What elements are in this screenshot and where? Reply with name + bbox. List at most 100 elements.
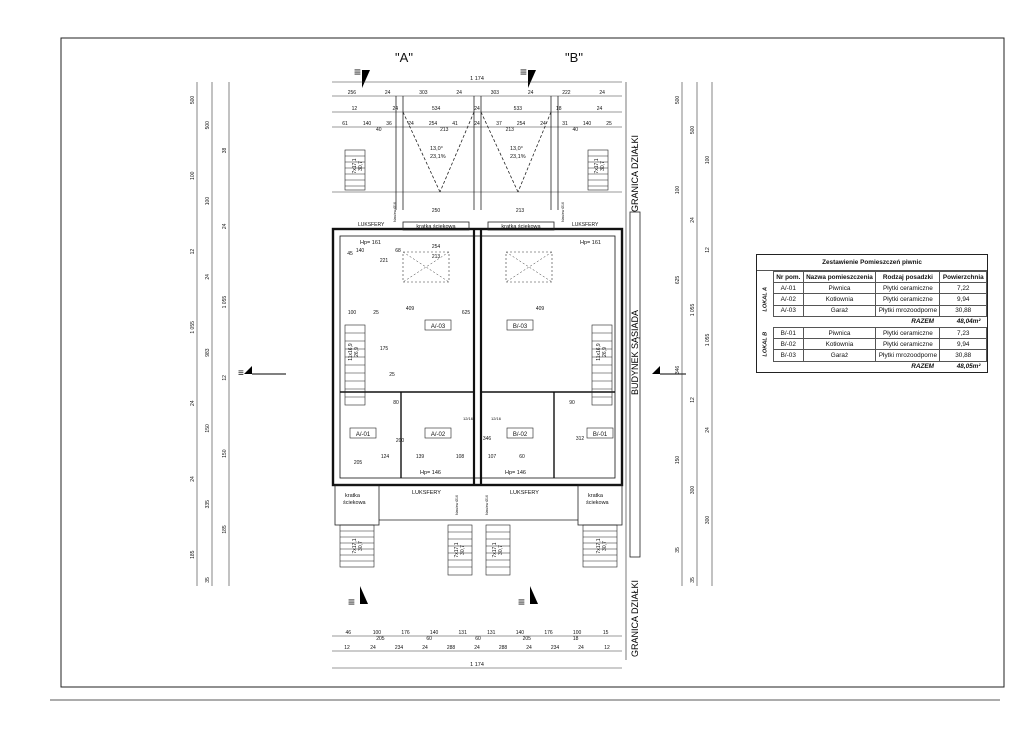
dim-top-row3b: 40: [572, 127, 578, 133]
dim-top-row3b: 213: [506, 127, 515, 133]
dim-right: 500: [690, 126, 696, 135]
stairs-top-left: [344, 149, 366, 191]
neighbor-building-label: BUDYNEK SĄSIADA: [630, 285, 640, 395]
dim-bottom-row1b: 60: [426, 636, 432, 642]
dim-inner: 107: [488, 454, 497, 460]
stairs-bottom-label-right: 7x17,1: [596, 538, 602, 553]
hp-bottom-b: Hp= 146: [505, 470, 526, 476]
dim-top-row1: 303: [419, 90, 428, 96]
stairs-inner-left: [344, 324, 366, 406]
section-arrow-bl: [360, 586, 368, 604]
cell: B/-02: [773, 338, 804, 351]
dim-bottom-row2: 24: [474, 645, 480, 651]
dim-inner: 200: [396, 438, 405, 444]
stairs-bottom-label-left2: 30,7: [358, 541, 364, 551]
dim-right: 300: [705, 516, 711, 525]
room-b03-box: [506, 319, 534, 331]
dim-bottom-row1: 176: [401, 630, 410, 636]
stairs-inner-label-left2: 26,9: [354, 347, 360, 357]
dim-left: 24: [205, 274, 211, 280]
sum-a-value: 48,04m²: [956, 318, 981, 326]
dim-right: 35: [675, 547, 681, 553]
dim-top-row2: 24: [597, 106, 603, 112]
plot-boundary-label-top: GRANICA DZIAŁKI: [630, 120, 640, 212]
room-a01: A/-01: [356, 432, 371, 438]
room-schedule-table: Nr pom. Nazwa pomieszczenia Rodzaj posad…: [757, 270, 987, 372]
hp-bottom-a: Hp= 146: [420, 470, 441, 476]
dim-top-row1: 24: [385, 90, 391, 96]
vent-small-a: 12/16: [463, 416, 474, 421]
dim-bottom-row1: 140: [430, 630, 439, 636]
dim-inner: 80: [393, 400, 399, 406]
sum-spacer: [757, 361, 774, 372]
section-marker-left: ≡: [238, 368, 244, 379]
dim-left: 1 055: [222, 296, 228, 309]
dim-top-row3: 140: [583, 121, 592, 127]
dim-top-row3: 140: [363, 121, 372, 127]
dim-inner: 140: [356, 248, 365, 254]
dim-bottom-row1: 15: [603, 630, 609, 636]
stairs-bottom-label-right2: 30,7: [602, 541, 608, 551]
side-dimension-lines: [196, 82, 713, 586]
table-row: LOKAL B B/-01 Piwnica Płytki ceramiczne …: [757, 326, 987, 357]
section-arrow-br: [530, 586, 538, 604]
dim-bottom-row2: 288: [499, 645, 508, 651]
dim-top-row2: 12: [352, 106, 358, 112]
dim-top-row2: 24: [393, 106, 399, 112]
dim-top-row3: 61: [342, 121, 348, 127]
plot-boundary-label-bottom: GRANICA DZIAŁKI: [630, 565, 640, 657]
cell: Piwnica: [802, 326, 877, 340]
grate-top-b-label: kratka ściekowa: [501, 224, 541, 230]
vent-label-bottom-b: Nawiew Ø16: [485, 495, 489, 515]
cell: Płytki mrozoodporne: [875, 304, 941, 317]
dim-right: 300: [690, 486, 696, 495]
dim-bottom-row2: 24: [578, 645, 584, 651]
dim-bottom-row1: 131: [459, 630, 468, 636]
top-ramp: [395, 96, 559, 210]
stairs-bottom-label-mid-b2: 30,7: [498, 545, 504, 555]
sum-spacer: [803, 316, 876, 327]
dim-top-row3: 31: [562, 121, 568, 127]
dim-top-row1: 222: [562, 90, 571, 96]
dim-top-row2: 18: [556, 106, 562, 112]
dim-left: 24: [190, 476, 196, 482]
dim-bottom-row1: 100: [373, 630, 382, 636]
dim-right: 500: [675, 96, 681, 105]
dim-inner: 221: [380, 258, 389, 264]
ramp-grade-a: 23,1%: [430, 154, 446, 160]
grate-top-a: [402, 221, 470, 231]
dim-inner: 45: [347, 251, 353, 257]
dim-right: 100: [675, 186, 681, 195]
stairs-bottom-label-mid-b: 7x17,1: [492, 542, 498, 557]
dim-left: 100: [205, 197, 211, 206]
stairs-label-right2: 30,7: [600, 161, 606, 171]
stairs-label-left: 7x17,1: [352, 158, 358, 173]
stairs-top-right: [587, 149, 609, 191]
room-b01-box: [586, 427, 614, 439]
dim-top-row3: 41: [452, 121, 458, 127]
dim-inner: 25: [389, 372, 395, 378]
dim-inner: 90: [569, 400, 575, 406]
group-a-label: LOKAL A: [757, 283, 774, 317]
cell: Kotłownia: [802, 293, 877, 306]
hp-top-a: Hp= 161: [360, 240, 381, 246]
ramp-grade-b: 23,1%: [510, 154, 526, 160]
dim-left: 983: [205, 348, 211, 357]
room-b01: B/-01: [593, 432, 608, 438]
room-schedule-header: Nr pom. Nazwa pomieszczenia Rodzaj posad…: [757, 270, 987, 284]
plot-boundary-top-text: GRANICA DZIAŁKI: [630, 134, 640, 212]
header-nr: Nr pom.: [773, 270, 804, 284]
dim-right: 1 055: [705, 334, 711, 347]
dim-bottom-row1: 100: [573, 630, 582, 636]
sum-b-value: 48,05m²: [956, 363, 981, 371]
room-a01-box: [349, 427, 377, 439]
table-row: B/-02 Kotłownia Płytki ceramiczne 9,94: [757, 338, 987, 351]
dim-left: 500: [190, 96, 196, 105]
cell: Płytki mrozoodporne: [875, 349, 941, 362]
stairs-label-left2: 30,7: [358, 161, 364, 171]
dim-top-row3: 24: [408, 121, 414, 127]
cell: A/-02: [773, 293, 804, 306]
section-arrow-right: [652, 366, 660, 374]
dim-inner: 625: [462, 310, 471, 316]
sum-a-label: RAZEM: [911, 318, 934, 326]
